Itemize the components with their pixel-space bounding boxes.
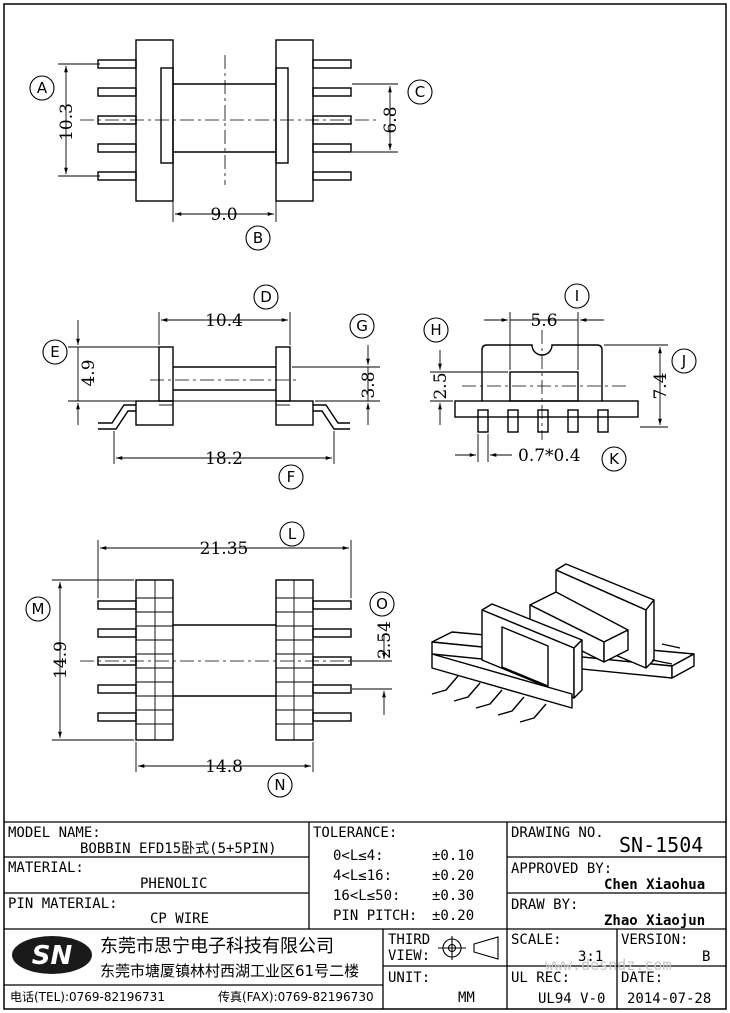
svg-text:N: N [274,776,285,794]
dim-l-value: 21.35 [200,539,249,559]
scale-label: SCALE: [511,932,562,948]
svg-text:H: H [430,321,441,339]
dim-n-value: 14.8 [205,757,243,777]
svg-text:A: A [37,79,48,97]
svg-text:I: I [575,287,579,305]
third-angle-projection-icon [438,936,499,960]
dim-f-value: 18.2 [205,449,243,469]
callout-g: G [349,313,375,339]
bottom-view-dimensions [52,540,392,772]
svg-text:G: G [356,317,368,335]
tolerance-range-2: 4<L≤16: [333,868,392,884]
dim-i-value: 5.6 [530,311,557,331]
third-view-label-1: THIRD [388,932,430,948]
svg-text:E: E [50,343,59,361]
tolerance-label: TOLERANCE: [313,825,397,841]
svg-text:O: O [376,595,388,613]
callout-l: L [279,521,305,547]
tolerance-value-2: ±0.20 [432,868,474,884]
sheet-border [3,3,727,1010]
callout-e: E [42,339,68,365]
callout-d: D [253,284,279,310]
callout-j: J [671,348,697,374]
date-value: 2014-07-28 [627,991,711,1007]
callout-k: K [601,446,627,472]
fax-number: 传真(FAX):0769-82196730 [218,989,374,1004]
title-block-grid [4,821,726,1009]
drawing-no-label: DRAWING NO. [511,825,604,841]
svg-text:D: D [260,288,272,306]
top-view-dimensions [58,63,398,222]
tolerance-value-1: ±0.10 [432,848,474,864]
dim-j-value: 7.4 [651,372,671,399]
draw-by-value: Zhao Xiaojun [604,913,705,929]
callout-o: O [369,591,395,617]
callout-c: C [407,79,433,105]
svg-text:L: L [288,525,297,543]
svg-text:F: F [287,468,296,486]
company-logo: SN [12,936,92,974]
front-view [98,346,350,430]
svg-text:C: C [415,83,425,101]
svg-text:B: B [253,229,263,247]
svg-text:M: M [32,600,45,618]
third-view-label-2: VIEW: [388,948,430,964]
date-label: DATE: [621,970,663,986]
model-name-label: MODEL NAME: [8,825,101,841]
dim-e-value: 4.9 [79,359,99,386]
svg-text:J: J [681,352,686,370]
ul-rec-value: UL94 V-0 [538,991,605,1007]
callout-i: I [564,283,590,309]
watermark: www.desndz.com [545,956,671,974]
company-name: 东莞市思宁电子科技有限公司 [100,936,334,957]
company-address: 东莞市塘厦镇林村西湖工业区61号二楼 [100,962,359,980]
material-value: PHENOLIC [140,876,207,892]
tolerance-range-3: 16<L≤50: [333,888,400,904]
dim-a-value: 10.3 [57,103,77,141]
tolerance-value-4: ±0.20 [432,908,474,924]
callout-f: F [278,464,304,490]
draw-by-label: DRAW BY: [511,897,578,913]
tolerance-range-4: PIN PITCH: [333,908,417,924]
tolerance-range-1: 0<L≤4: [333,848,384,864]
side-view [454,330,639,440]
front-view-dimensions [68,312,380,464]
version-label: VERSION: [621,932,688,948]
dim-k-value: 0.7*0.4 [518,446,581,466]
dim-c-value: 6.8 [381,106,401,133]
material-label: MATERIAL: [8,860,84,876]
callout-n: N [267,772,293,798]
dim-b-value: 9.0 [210,205,237,225]
phone-number: 电话(TEL):0769-82196731 [10,990,165,1004]
dim-d-value: 10.4 [205,311,243,331]
top-view [80,39,380,202]
approved-by-value: Chen Xiaohua [604,877,705,893]
unit-value: MM [458,990,475,1006]
svg-text:SN: SN [32,941,73,971]
callout-h: H [423,317,449,343]
dim-m-value: 14.9 [51,641,71,679]
bottom-view [80,579,370,741]
side-view-dimensions [430,312,668,462]
scale-value: 3:1 [578,949,603,965]
dim-o-value: 2.54 [375,621,395,659]
approved-by-label: APPROVED BY: [511,861,612,877]
ul-rec-label: UL REC: [511,970,570,986]
pin-material-value: CP WIRE [150,911,209,927]
callout-b: B [245,225,271,251]
isometric-view [431,563,695,723]
dim-g-value: 3.8 [359,371,379,398]
drawing-no-value: SN-1504 [619,833,703,857]
unit-label: UNIT: [388,970,430,986]
pin-material-label: PIN MATERIAL: [8,896,118,912]
svg-text:K: K [609,450,620,468]
callout-a: A [29,75,55,101]
tolerance-value-3: ±0.30 [432,888,474,904]
callout-m: M [25,596,51,622]
dim-h-value: 2.5 [431,372,451,399]
version-value: B [702,949,710,965]
model-name-value: BOBBIN EFD15卧式(5+5PIN) [80,841,277,857]
